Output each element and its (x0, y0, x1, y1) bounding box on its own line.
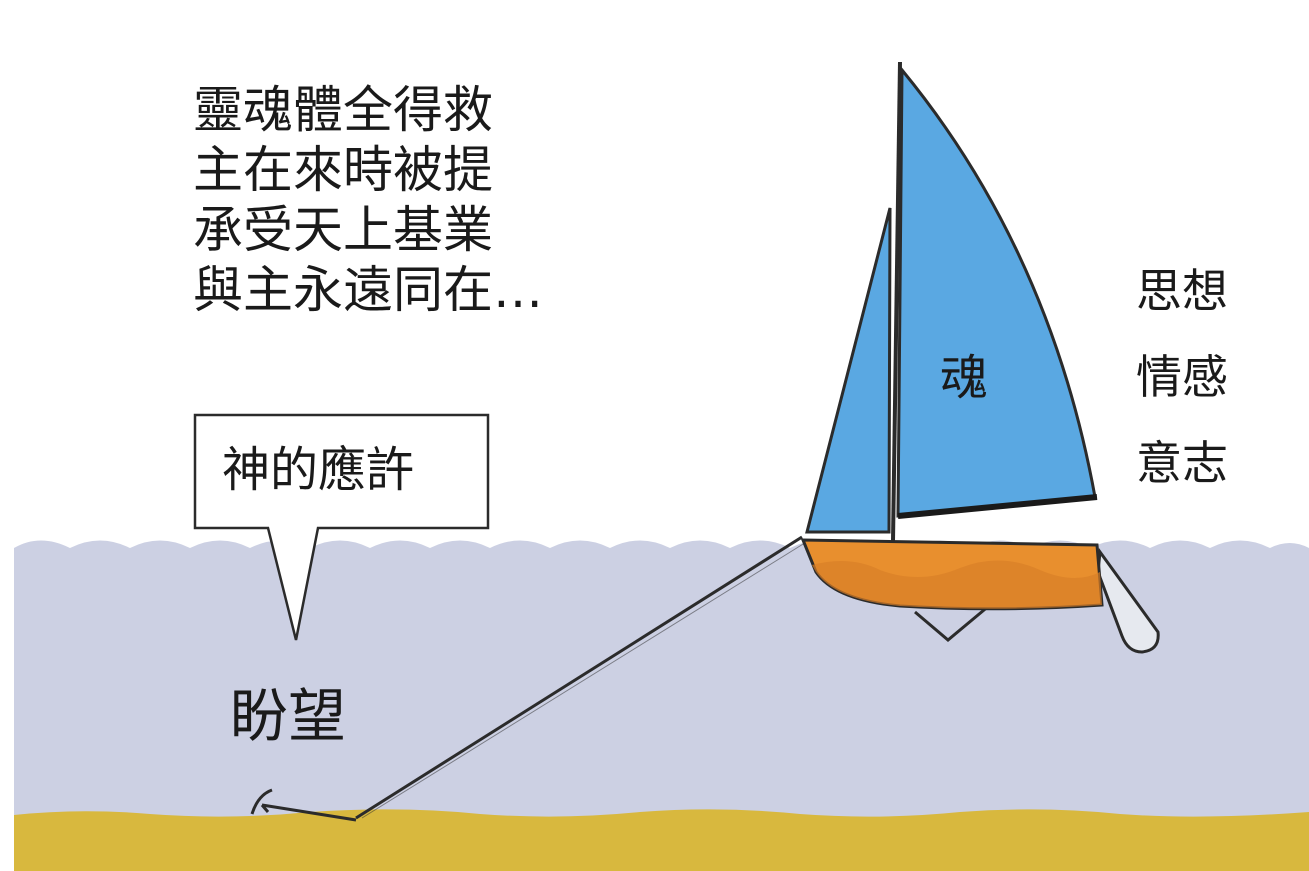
faculty-thought: 思想 (1136, 264, 1228, 318)
anchor-rope-shadow (361, 540, 809, 819)
water (14, 540, 1309, 830)
main-sail (896, 65, 1097, 518)
boat-keel (914, 603, 991, 642)
promise-callout-text: 神的應許 (222, 442, 415, 498)
faculty-will: 意志 (1136, 436, 1228, 490)
mast (891, 61, 902, 542)
boat-rudder (1096, 547, 1160, 654)
sea-floor-sand (14, 809, 1309, 871)
soul-faculties-list: 思想 情感 意志 (1136, 248, 1228, 506)
hull-wave-pattern (812, 560, 1102, 609)
faculty-emotion: 情感 (1136, 350, 1228, 404)
hope-line-3: 承受天上基業 (193, 201, 493, 259)
jib-sail (805, 207, 892, 534)
hope-description-lines: 靈魂體全得救 主在來時被提 承受天上基業 與主永遠同在… (193, 80, 543, 320)
anchor-rope (355, 535, 803, 820)
boom (897, 494, 1098, 519)
sail-label-soul: 魂 (940, 350, 989, 406)
hope-line-1: 靈魂體全得救 (193, 81, 493, 139)
hope-line-4: 與主永遠同在… (193, 261, 543, 319)
promise-callout-bubble (193, 413, 490, 641)
anchor (250, 788, 357, 822)
anchor-label-hope: 盼望 (230, 682, 347, 750)
hope-line-2: 主在來時被提 (193, 141, 493, 199)
